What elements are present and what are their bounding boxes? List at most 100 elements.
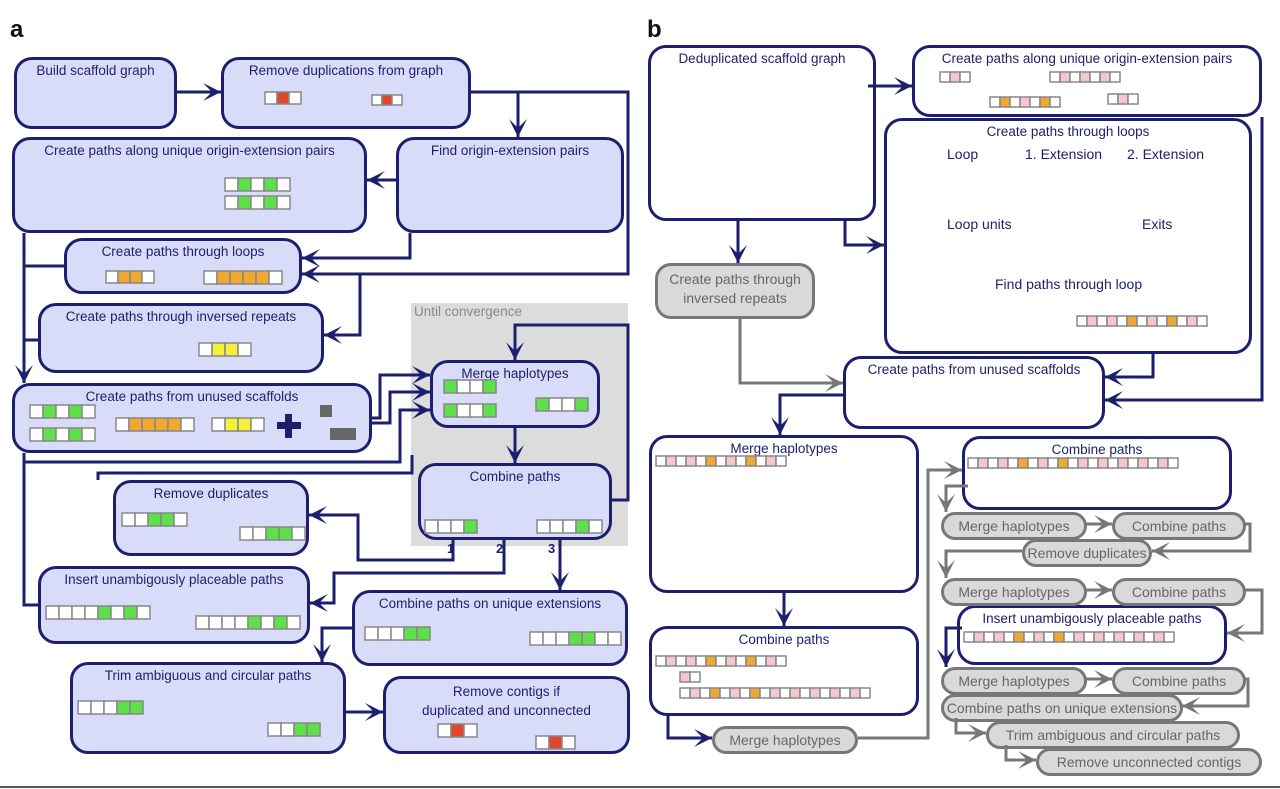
arrowhead-icon (937, 649, 955, 667)
scaffold-cell (123, 605, 138, 620)
scaffold-cell (121, 512, 136, 527)
scaffold-cell (1167, 457, 1179, 469)
scaffold-cell (381, 94, 393, 106)
scaffold-cell (1107, 93, 1119, 105)
pill-remove-unconnected: Remove unconnected contigs (1036, 748, 1262, 776)
scaffold-cell (1166, 315, 1178, 327)
scaffold-cell (211, 342, 226, 357)
scaffold-cell (1136, 315, 1148, 327)
scaffold-cell (977, 457, 989, 469)
scaffold-cell (469, 403, 484, 418)
scaffold-cell (695, 455, 707, 467)
scaffold-cell (416, 626, 431, 641)
arrowhead-icon (324, 326, 342, 344)
scaffold-cell (1023, 631, 1035, 643)
scaffold-cell (561, 397, 576, 412)
scaffold-cell (276, 91, 290, 105)
scaffold-cell (775, 455, 787, 467)
box-title: Create paths through loops (986, 124, 1150, 139)
scaffold-cell (1176, 315, 1188, 327)
scaffold-cell (705, 655, 717, 667)
box-title: Create paths through inversed repeats (669, 271, 801, 306)
arrowhead-icon (771, 417, 789, 435)
unused-scaffolds-box: Create paths from unused scaffolds (843, 356, 1105, 429)
scaffold-cell (963, 631, 975, 643)
connector-line (372, 373, 430, 420)
scaffold-cell (280, 722, 295, 737)
arrowhead-icon (1182, 697, 1200, 715)
scaffold-cell (45, 605, 60, 620)
create-paths-inversed-box: Create paths through inversed repeats (38, 303, 324, 373)
scaffold-cell (1126, 315, 1138, 327)
scaffold-cell (665, 455, 677, 467)
arrowhead-icon (302, 265, 320, 283)
box-title: Deduplicated scaffold graph (678, 51, 846, 66)
scaffold-cell (769, 687, 781, 699)
combine-paths-b-box: Combine paths (649, 626, 919, 716)
scaffold-cell (167, 417, 182, 432)
scaffold-cell (134, 512, 149, 527)
scaffold-cell (839, 687, 851, 699)
scaffold-cell (286, 615, 301, 630)
scaffold-cell (1087, 457, 1099, 469)
scaffold-cell (1013, 631, 1025, 643)
scaffold-cell (759, 687, 771, 699)
arrowhead-icon (968, 724, 986, 742)
scaffold-cell (1076, 315, 1088, 327)
arrowhead-icon (302, 249, 320, 267)
scaffold-cell (983, 631, 995, 643)
scaffold-cell (1086, 315, 1098, 327)
remove-contigs-box: Remove contigs if duplicated and unconne… (383, 676, 630, 754)
scaffold-cell (959, 71, 971, 83)
scaffold-cell (1007, 457, 1019, 469)
scaffold-cell (456, 403, 471, 418)
scaffold-cell (216, 270, 231, 285)
scaffold-cell (535, 735, 550, 750)
build-scaffold-graph-box: Build scaffold graph (14, 57, 177, 129)
scaffold-cell (607, 631, 622, 646)
connector-line (944, 626, 962, 667)
scaffold-cell (1063, 631, 1075, 643)
scaffold-cell (371, 94, 383, 106)
scaffold-cell (1059, 71, 1071, 83)
scaffold-cell (999, 96, 1011, 108)
bottom-rule (0, 786, 1280, 788)
scaffold-cell (141, 270, 155, 284)
merge-haplotypes-box: Merge haplotypes (430, 360, 600, 428)
loop-label: Loop (947, 146, 979, 162)
connector-line (954, 718, 986, 735)
insert-unambiguous-box: Insert unambigously placeable paths (38, 566, 310, 644)
scaffold-cell (278, 526, 293, 541)
box-title: Combine paths (1051, 442, 1143, 457)
arrowhead-icon (1105, 391, 1123, 409)
scaffold-cell (377, 626, 392, 641)
scaffold-cell (849, 687, 861, 699)
connector-line (1182, 677, 1250, 708)
scaffold-cell (239, 526, 254, 541)
scaffold-cell (136, 605, 151, 620)
scaffold-cell (789, 687, 801, 699)
scaffold-cell (829, 687, 841, 699)
scaffold-cell (364, 626, 379, 641)
arrowhead-icon (310, 594, 328, 612)
connector-line (302, 233, 412, 260)
connector-line (1227, 588, 1264, 635)
scaffold-cell (1079, 71, 1091, 83)
connector-line (513, 323, 630, 502)
scaffold-cell (775, 655, 787, 667)
scaffold-cell (273, 615, 288, 630)
box-title: Create paths along unique origin-extensi… (941, 51, 1233, 66)
scaffold-cell (237, 195, 252, 210)
scaffold-cell (129, 270, 143, 284)
scaffold-cell (1043, 631, 1055, 643)
gray-block (330, 428, 356, 440)
scaffold-cell (581, 631, 596, 646)
pill-merge-haplotypes-2: Merge haplotypes (941, 512, 1087, 540)
scaffold-cell (160, 512, 175, 527)
box-title: Create paths through loops (101, 244, 265, 259)
inversed-repeats-box: Create paths through inversed repeats (655, 263, 815, 319)
pill-combine-unique-extensions: Combine paths on unique extensions (941, 694, 1183, 722)
scaffold-cell (293, 722, 308, 737)
scaffold-cell (665, 655, 677, 667)
